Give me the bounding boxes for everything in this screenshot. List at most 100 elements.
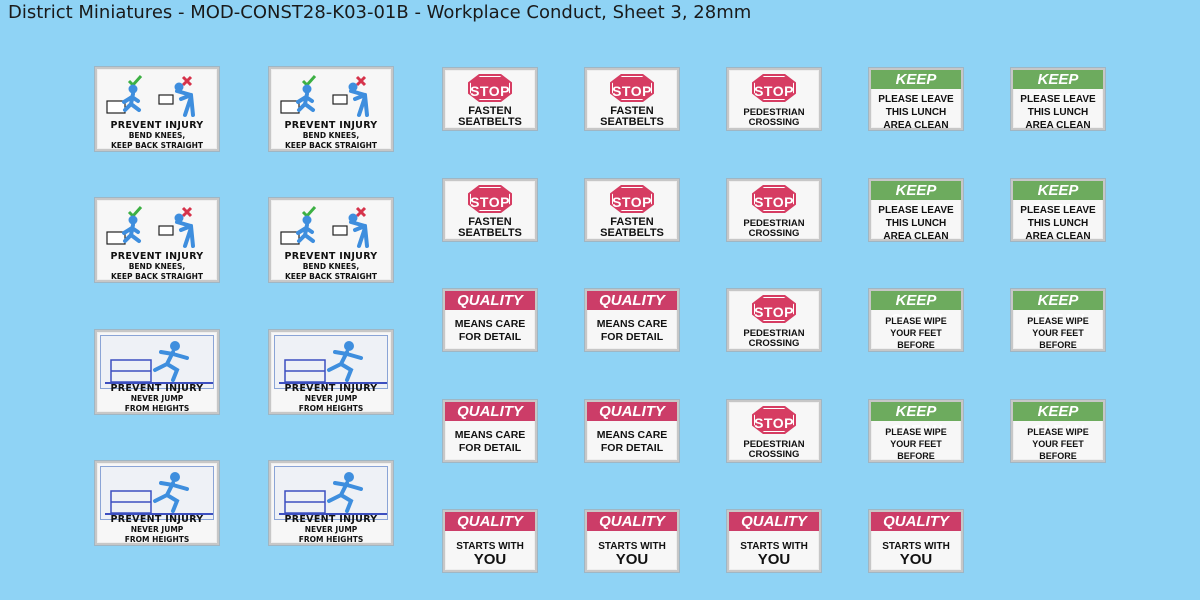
sign-line: PLEASE WIPE <box>885 427 947 437</box>
stop-word: STOP <box>612 194 652 210</box>
sign-line: FROM HEIGHTS <box>298 535 364 544</box>
sign-line: FASTEN <box>610 216 654 228</box>
sign-line: MEANS CARE <box>596 318 668 330</box>
sign-heading: PREVENT INJURY <box>284 383 378 394</box>
sign-line: PLEASE LEAVE <box>878 205 954 216</box>
sign-line: STARTS WITH <box>456 541 524 552</box>
sign-line: THIS LUNCH <box>1027 107 1089 118</box>
pictogram-lifting <box>103 73 211 119</box>
sign-header: QUALITY <box>587 402 677 421</box>
sign-line: AREA CLEAN <box>1025 120 1091 130</box>
sign-line: PLEASE LEAVE <box>878 94 954 105</box>
sign-line: THIS LUNCH <box>885 107 947 118</box>
stop-sign-icon: STOP <box>752 74 796 102</box>
sign-heading: PREVENT INJURY <box>284 251 378 262</box>
sign-line: PEDESTRIAN <box>743 328 805 339</box>
sign-line: THIS LUNCH <box>885 218 947 229</box>
sign-line: STARTS WITH <box>882 541 950 552</box>
sign-line: FASTEN <box>468 216 512 228</box>
sign-heading: PREVENT INJURY <box>110 514 204 525</box>
sign-line-emphasis: YOU <box>757 551 791 568</box>
pictogram-lifting <box>277 73 385 119</box>
sign-line: PLEASE WIPE <box>1027 316 1089 326</box>
sign-heading: PREVENT INJURY <box>110 383 204 394</box>
sign-line: PEDESTRIAN <box>743 439 805 450</box>
sign-message: PLEASE LEAVE THIS LUNCH AREA CLEAN <box>871 204 961 241</box>
sign-line: THIS LUNCH <box>1027 218 1089 229</box>
sign-line: SEATBELTS <box>600 227 664 239</box>
sign-line: CROSSING <box>748 338 800 349</box>
sign-header: KEEP CLEAN <box>1013 70 1103 107</box>
sign-line: KEEP BACK STRAIGHT <box>284 272 378 281</box>
sign-header: KEEP CLEAN <box>1013 291 1103 328</box>
sign-line: FASTEN <box>610 105 654 117</box>
sign-header: KEEP CLEAN <box>871 181 961 218</box>
sign-line: FOR DETAIL <box>458 442 522 454</box>
sign-line: PLEASE WIPE <box>885 316 947 326</box>
sign-line-emphasis: YOU <box>899 551 933 568</box>
pictogram-frame <box>100 466 214 520</box>
stop-sign-icon: STOP <box>610 185 654 213</box>
sign-line: MEANS CARE <box>454 429 526 441</box>
pictogram-frame <box>274 335 388 389</box>
sign-line: KEEP BACK STRAIGHT <box>110 141 204 150</box>
sign-header: KEEP CLEAN <box>871 402 961 439</box>
sign-header: QUALITY <box>445 402 535 421</box>
sign-header: KEEP CLEAN <box>871 291 961 328</box>
sign-line: NEVER JUMP <box>130 525 184 534</box>
sign-line: AREA CLEAN <box>883 231 949 241</box>
sign-header: QUALITY <box>871 512 961 531</box>
sign-line: BEND KNEES, <box>128 131 186 140</box>
stop-sign-icon: STOP <box>752 406 796 434</box>
sign-line: FROM HEIGHTS <box>298 404 364 413</box>
sign-header: QUALITY <box>587 291 677 310</box>
sign-header: KEEP CLEAN <box>1013 402 1103 439</box>
sign-header: QUALITY <box>587 512 677 531</box>
sign-line-emphasis: YOU <box>473 551 507 568</box>
stop-word: STOP <box>754 304 794 320</box>
sign-header: KEEP CLEAN <box>1013 181 1103 218</box>
sign-line: KEEP BACK STRAIGHT <box>110 272 204 281</box>
sign-header: QUALITY <box>729 512 819 531</box>
stop-word: STOP <box>754 194 794 210</box>
sign-line: CROSSING <box>748 449 800 460</box>
pictogram-frame <box>274 466 388 520</box>
stop-sign-icon: STOP <box>468 74 512 102</box>
pictogram-lifting <box>277 204 385 250</box>
sign-line: SEATBELTS <box>600 116 664 128</box>
sign-line: KEEP BACK STRAIGHT <box>284 141 378 150</box>
pictogram-lifting <box>103 204 211 250</box>
sign-header: KEEP CLEAN <box>871 70 961 107</box>
sign-header: QUALITY <box>445 512 535 531</box>
